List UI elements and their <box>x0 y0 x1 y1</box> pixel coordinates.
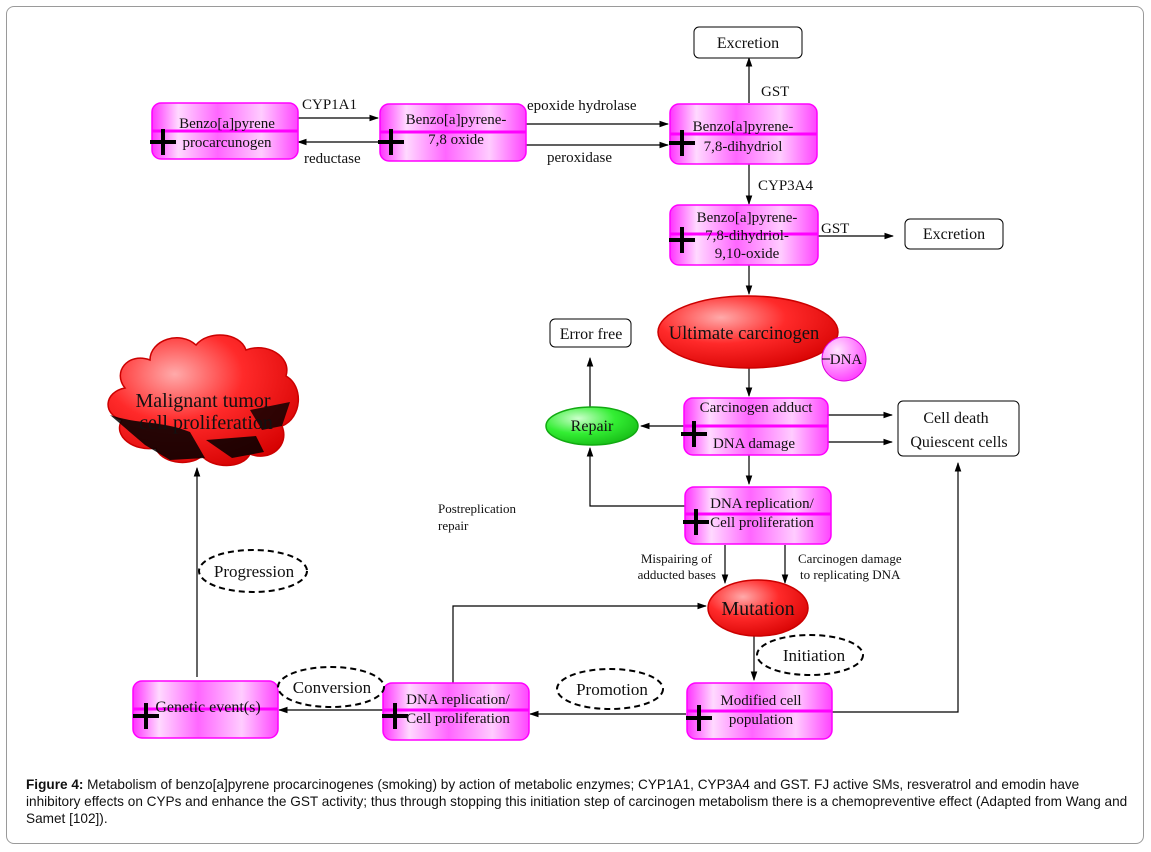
node-text-3: 9,10-oxide <box>715 246 780 262</box>
node-text-2: DNA damage <box>713 436 795 452</box>
node-text-1: DNA replication/ <box>406 692 511 708</box>
node-text-1: Initiation <box>783 646 846 665</box>
label-mispairing-1: Mispairing of <box>641 551 713 566</box>
label-reductase: reductase <box>304 151 361 167</box>
label-epoxide-hydrolase: epoxide hydrolase <box>527 98 637 114</box>
node-text-1: DNA replication/ <box>710 496 815 512</box>
node-text-2: 7,8-dihydriol- <box>705 228 789 244</box>
node-error-free: Error free <box>549 318 632 348</box>
node-malignant-tumor: Malignant tumor cell proliferation <box>107 334 300 467</box>
edge-replication-mutation <box>452 602 707 683</box>
cloud-shadow <box>206 436 264 458</box>
node-text-1: Benzo[a]pyrene- <box>697 210 798 226</box>
label-mispairing-2: adducted bases <box>638 567 716 582</box>
label-postreplication-2: repair <box>438 518 469 533</box>
node-text-1: Promotion <box>576 680 648 699</box>
node-ultimate-carcinogen: Ultimate carcinogen <box>657 295 839 369</box>
edges <box>193 57 962 718</box>
node-text-1: Excretion <box>923 226 985 243</box>
node-modified-cell: Modified cell population <box>686 682 833 740</box>
node-dna-bubble: DNA <box>821 336 867 382</box>
metabolism-diagram: CYP1A1 reductase epoxide hydrolase perox… <box>107 26 1020 741</box>
node-carcinogen-adduct: Carcinogen adduct DNA damage <box>681 397 829 456</box>
node-dna-replication-top: DNA replication/ Cell proliferation <box>683 486 832 545</box>
node-mutation: Mutation <box>707 579 809 637</box>
node-bap-diol-epoxide: Benzo[a]pyrene- 7,8-dihydriol- 9,10-oxid… <box>669 204 819 266</box>
node-text-2: 7,8 oxide <box>428 132 484 148</box>
cloud-shadow <box>110 415 205 460</box>
node-text-1: Modified cell <box>720 693 801 709</box>
figure-caption: Figure 4: Metabolism of benzo[a]pyrene p… <box>26 776 1130 827</box>
node-text-1: Malignant tumor <box>136 390 271 412</box>
node-text-1: Ultimate carcinogen <box>669 324 820 344</box>
node-repair: Repair <box>545 406 639 446</box>
edge-labels: CYP1A1 reductase epoxide hydrolase perox… <box>302 84 902 582</box>
node-genetic-event: Genetic event(s) <box>132 680 279 739</box>
label-carcinogen-damage-1: Carcinogen damage <box>798 551 902 566</box>
label-gst-top: GST <box>761 84 789 100</box>
label-carcinogen-damage-2: to replicating DNA <box>800 567 901 582</box>
node-text-1: Conversion <box>293 678 372 697</box>
node-text-2: 7,8-dihydriol <box>704 139 783 155</box>
stage-initiation: Initiation <box>756 634 864 676</box>
node-text-1: Benzo[a]pyrene- <box>406 112 507 128</box>
node-dna-replication-bottom: DNA replication/ Cell proliferation <box>382 682 530 741</box>
node-text-1: Carcinogen adduct <box>700 400 814 416</box>
caption-text: Metabolism of benzo[a]pyrene procarcinog… <box>26 777 1128 826</box>
node-text-1: Progression <box>214 562 295 581</box>
node-cell-death: Cell death Quiescent cells <box>897 400 1020 457</box>
node-text-1: Error free <box>560 326 623 343</box>
node-text-2: Cell proliferation <box>406 711 510 727</box>
stage-conversion: Conversion <box>277 666 385 708</box>
node-text-1: Benzo[a]pyrene- <box>693 119 794 135</box>
node-text-1: Excretion <box>717 35 779 52</box>
label-cyp1a1: CYP1A1 <box>302 97 357 113</box>
node-excretion-right: Excretion <box>904 218 1004 250</box>
node-excretion-top: Excretion <box>693 26 803 59</box>
edge-modified-death <box>832 462 962 713</box>
node-text-2: population <box>729 712 794 728</box>
node-text-1: Benzo[a]pyrene <box>179 116 275 132</box>
node-text-1: Repair <box>571 418 614 435</box>
label-postreplication-1: Postreplication <box>438 501 516 516</box>
node-text-1: DNA <box>830 352 863 368</box>
stage-promotion: Promotion <box>556 668 664 710</box>
node-text-1: Mutation <box>721 598 794 620</box>
label-cyp3a4: CYP3A4 <box>758 178 814 194</box>
node-text-2: Quiescent cells <box>910 434 1007 451</box>
cloud-shadow <box>250 402 290 430</box>
node-text-2: cell proliferation <box>139 412 273 434</box>
node-bap-procarcinogen: Benzo[a]pyrene procarcunogen <box>150 102 299 160</box>
node-bap-78-oxide: Benzo[a]pyrene- 7,8 oxide <box>378 103 527 162</box>
label-gst-right: GST <box>821 221 849 237</box>
node-text-1: Genetic event(s) <box>155 699 260 716</box>
edge-postreplication <box>586 447 685 507</box>
stage-progression: Progression <box>198 549 308 593</box>
caption-label: Figure 4: <box>26 777 84 792</box>
node-text-2: procarcunogen <box>182 135 272 151</box>
node-text-1: Cell death <box>923 410 988 427</box>
label-peroxidase: peroxidase <box>547 150 612 166</box>
node-text-2: Cell proliferation <box>710 515 814 531</box>
node-bap-78-dihydriol: Benzo[a]pyrene- 7,8-dihydriol <box>669 103 818 165</box>
